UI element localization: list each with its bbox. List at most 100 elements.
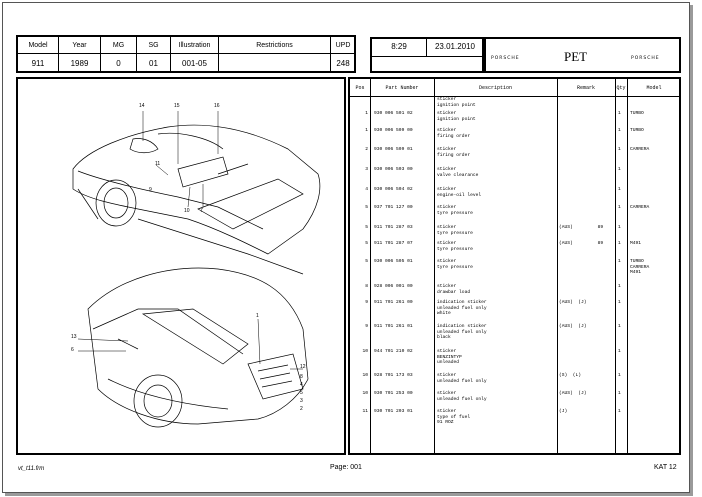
part-qty: 1 — [618, 391, 621, 396]
timestamp-box: 8:29 23.01.2010 — [370, 37, 484, 73]
part-pos: 1 — [365, 128, 368, 133]
app-name: PET — [564, 49, 588, 64]
part-pos: 11 — [362, 409, 368, 414]
porsche-logo-left: PORSCHE — [491, 56, 520, 61]
part-remark: (J) — [559, 409, 568, 414]
part-model: CARRERA — [630, 147, 650, 152]
part-pos: 5 — [365, 241, 368, 246]
mg-label: MG — [112, 42, 125, 49]
callout-1: 1 — [256, 313, 259, 319]
part-pos: 2 — [365, 147, 368, 152]
part-qty: 1 — [618, 111, 621, 116]
col-header-qty: Qty — [616, 85, 626, 91]
part-qty: 1 — [618, 259, 621, 264]
part-number: 928 701 173 03 — [374, 373, 413, 378]
part-description: sticker ignition point — [437, 97, 476, 108]
model-label: Model — [28, 42, 48, 49]
callout-6: 6 — [71, 347, 74, 353]
callout-13: 13 — [71, 334, 77, 340]
restrictions-cell: Restrictions — [219, 37, 331, 71]
part-description: indication sticker unleaded fuel only wh… — [437, 300, 487, 317]
part-qty: 1 — [618, 409, 621, 414]
part-number: 930 701 253 00 — [374, 391, 413, 396]
part-number: 928 006 001 00 — [374, 284, 413, 289]
callout-2: 2 — [300, 406, 303, 412]
part-model: M491 — [630, 241, 642, 246]
part-description: sticker engine-oil level — [437, 187, 482, 198]
part-qty: 1 — [618, 225, 621, 230]
porsche-logo-right: PORSCHE — [631, 56, 660, 61]
vehicle-info-table: Model 911 Year 1989 MG 0 SG 01 Illustrat… — [16, 35, 356, 73]
upd-value: 248 — [336, 59, 350, 68]
part-qty: 1 — [618, 324, 621, 329]
part-description: sticker tyre pressure — [437, 205, 473, 216]
car-exploded-drawing — [72, 111, 321, 428]
part-qty: 1 — [618, 205, 621, 210]
sg-value: 01 — [149, 59, 158, 68]
year-cell: Year 1989 — [59, 37, 101, 71]
part-qty: 1 — [618, 349, 621, 354]
part-pos: 4 — [365, 187, 368, 192]
illustration-cell: Illustration 001-05 — [171, 37, 219, 71]
part-pos: 8 — [365, 284, 368, 289]
year-value: 1989 — [70, 59, 89, 68]
part-number: 930 006 505 01 — [374, 259, 413, 264]
part-remark: (AUS) 89 — [559, 225, 604, 230]
col-header-remark: Remark — [576, 85, 595, 91]
col-header-description: Description — [478, 85, 512, 91]
part-description: sticker tyre pressure — [437, 241, 473, 252]
mg-value: 0 — [116, 59, 121, 68]
col-header-part-number: Part Number — [385, 85, 419, 91]
part-description: sticker type of fuel 91 ROZ — [437, 409, 471, 426]
part-remark: (AUS) 89 — [559, 241, 604, 246]
part-description: sticker firing order — [437, 147, 471, 158]
footer-page-number: Page: 001 — [330, 464, 362, 471]
model-value: 911 — [31, 59, 45, 68]
part-qty: 1 — [618, 167, 621, 172]
col-header-pos: Pos — [355, 85, 365, 91]
part-number: 930 006 501 02 — [374, 111, 413, 116]
part-pos: 9 — [365, 324, 368, 329]
col-header-model: Model — [646, 85, 662, 91]
callout-5: 5 — [300, 390, 303, 396]
callout-12: 12 — [300, 364, 306, 370]
part-pos: 9 — [365, 300, 368, 305]
part-pos: 1 — [365, 111, 368, 116]
part-description: sticker tyre pressure — [437, 259, 473, 270]
part-model: CARRERA — [630, 205, 650, 210]
part-remark: (AUS) (J) — [559, 324, 587, 329]
part-description: sticker unleaded fuel only — [437, 391, 487, 402]
part-number: 930 006 509 00 — [374, 128, 413, 133]
part-description: sticker BENZINTYP unleaded — [437, 349, 462, 366]
part-number: 911 701 261 00 — [374, 300, 413, 305]
upd-label: UPD — [335, 42, 351, 49]
part-pos: 3 — [365, 167, 368, 172]
callout-8: 8 — [300, 374, 303, 380]
part-description: indication sticker unleaded fuel only bl… — [437, 324, 487, 341]
part-model: TURBO — [630, 111, 644, 116]
part-number: 937 701 127 00 — [374, 205, 413, 210]
part-qty: 1 — [618, 300, 621, 305]
part-number: 930 006 504 02 — [374, 187, 413, 192]
part-remark: (AUS) (J) — [559, 300, 587, 305]
part-pos: 5 — [365, 225, 368, 230]
part-qty: 1 — [618, 373, 621, 378]
part-remark: (AUS) (J) — [559, 391, 587, 396]
part-remark: (S) (L) — [559, 373, 582, 378]
part-number: 911 701 287 07 — [374, 241, 413, 246]
year-label: Year — [72, 42, 87, 49]
part-qty: 1 — [618, 284, 621, 289]
part-model: TURBO CARRERA M491 — [630, 259, 650, 276]
illustration-value: 001-05 — [182, 59, 207, 68]
illustration-label: Illustration — [178, 42, 211, 49]
part-pos: 5 — [365, 259, 368, 264]
callout-16: 16 — [214, 103, 220, 109]
part-number: 930 006 503 00 — [374, 167, 413, 172]
part-pos: 10 — [362, 391, 368, 396]
part-description: sticker ignition point — [437, 111, 476, 122]
restrictions-label: Restrictions — [256, 42, 293, 49]
mg-cell: MG 0 — [101, 37, 137, 71]
date-value: 23.01.2010 — [434, 42, 476, 51]
part-number: 911 701 261 01 — [374, 324, 413, 329]
part-model: TURBO — [630, 128, 644, 133]
